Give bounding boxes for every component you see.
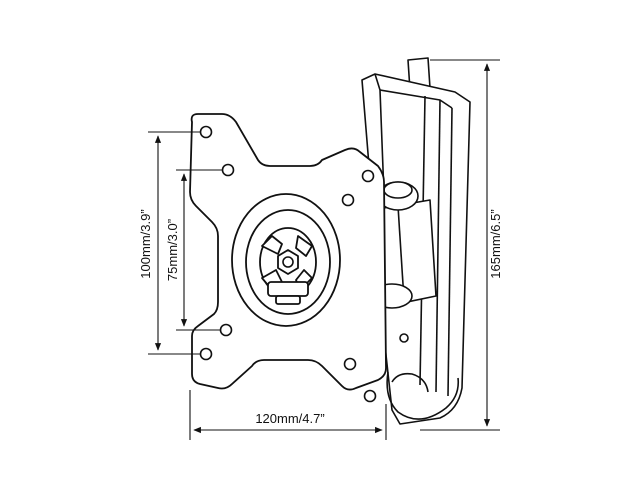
dim-label-100: 100mm/3.9” (138, 209, 153, 278)
hole-75-top-left (221, 163, 235, 177)
dim-label-75: 75mm/3.0” (165, 219, 180, 281)
hole-75-top-right (341, 193, 355, 207)
lower-hook (386, 371, 460, 420)
arm-screw-hole (399, 333, 409, 343)
dim-label-120: 120mm/4.7” (255, 411, 324, 426)
channel-edge-right (447, 107, 453, 397)
hole-100-top-left (199, 125, 213, 139)
hole-75-bottom-right (343, 357, 357, 371)
hinge-top-cap (383, 181, 413, 199)
vesa-plate (189, 113, 387, 403)
center-hub (259, 227, 317, 305)
mounting-holes (199, 125, 377, 403)
hole-100-bottom-left (199, 347, 213, 361)
dimension-lines (148, 59, 500, 440)
dim-label-165: 165mm/6.5” (488, 209, 503, 278)
channel-edge-mid (435, 99, 441, 393)
hole-100-top-right (361, 169, 375, 183)
bracket-seam (397, 205, 405, 301)
lower-hook-inner (391, 372, 429, 393)
hole-100-bottom-right (363, 389, 377, 403)
hole-75-bottom-left (219, 323, 233, 337)
